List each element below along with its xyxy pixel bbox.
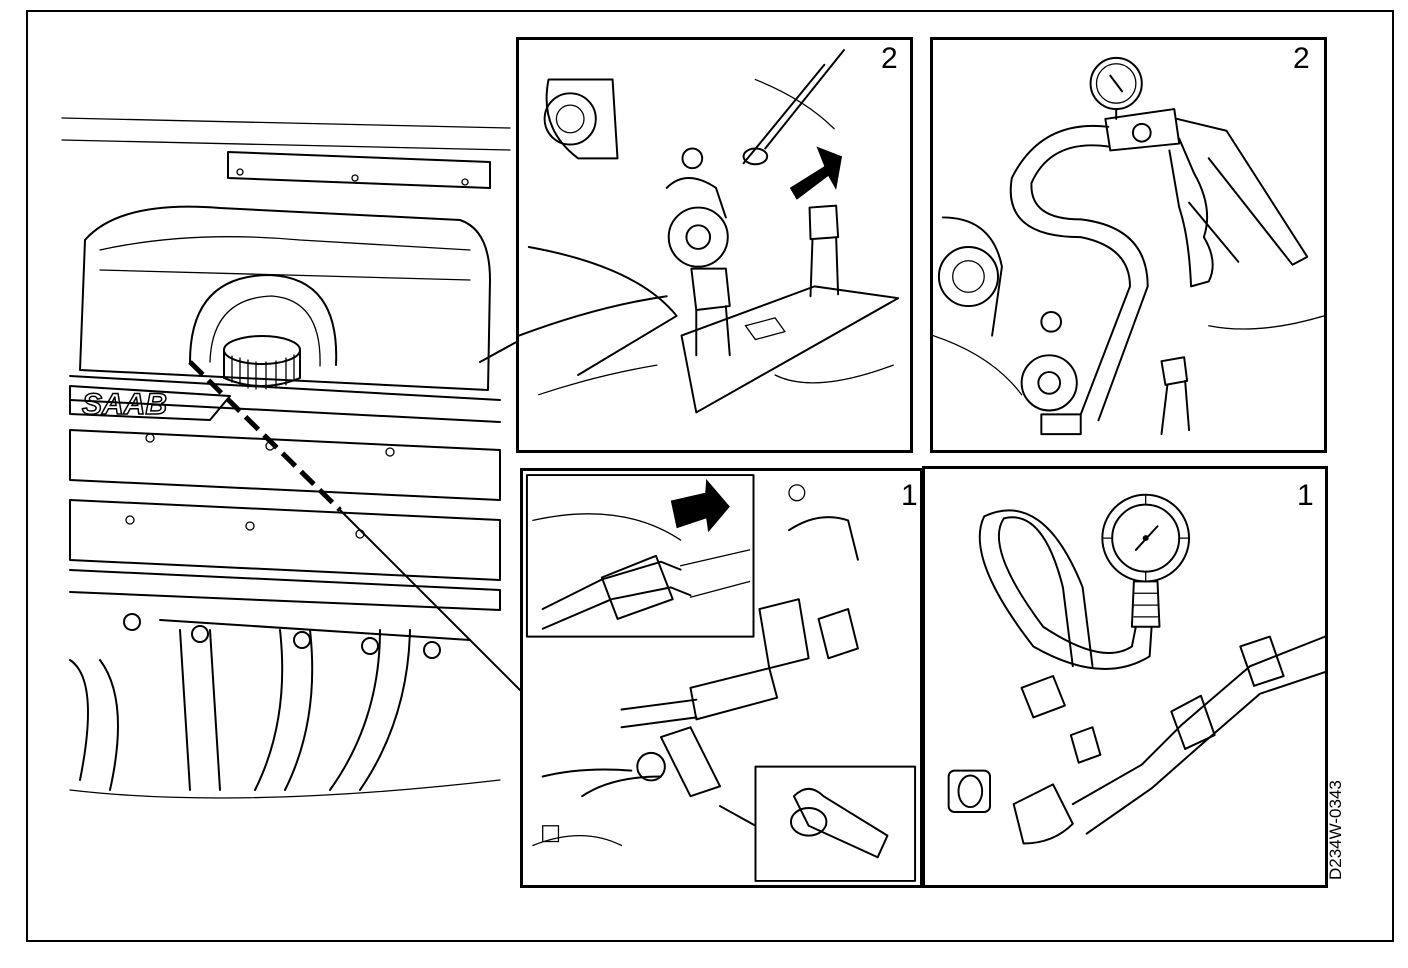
figure-reference-code: D234W-0343 <box>1326 780 1345 880</box>
panel-bottom-right: 1 <box>922 466 1328 888</box>
pressure-gauge-set-illustration <box>947 493 1325 845</box>
step-number-top-left: 2 <box>881 42 898 75</box>
step-number-bottom-right: 1 <box>1297 479 1314 512</box>
panel-top-right: 2 <box>930 37 1327 453</box>
panel-top-left: 2 <box>516 37 913 453</box>
vacuum-pump-connection-illustration <box>933 56 1324 436</box>
step-number-top-right: 2 <box>1293 42 1310 75</box>
saab-logo: SAAB <box>82 388 167 421</box>
test-port-cap-removal-illustration <box>519 49 900 414</box>
step-number-bottom-left: 1 <box>901 479 918 512</box>
engine-overview-illustration: SAAB <box>61 117 520 799</box>
panel-bottom-left: 1 <box>520 468 923 888</box>
gauge-connection-illustration <box>525 474 917 882</box>
figure-frame <box>26 10 1394 942</box>
